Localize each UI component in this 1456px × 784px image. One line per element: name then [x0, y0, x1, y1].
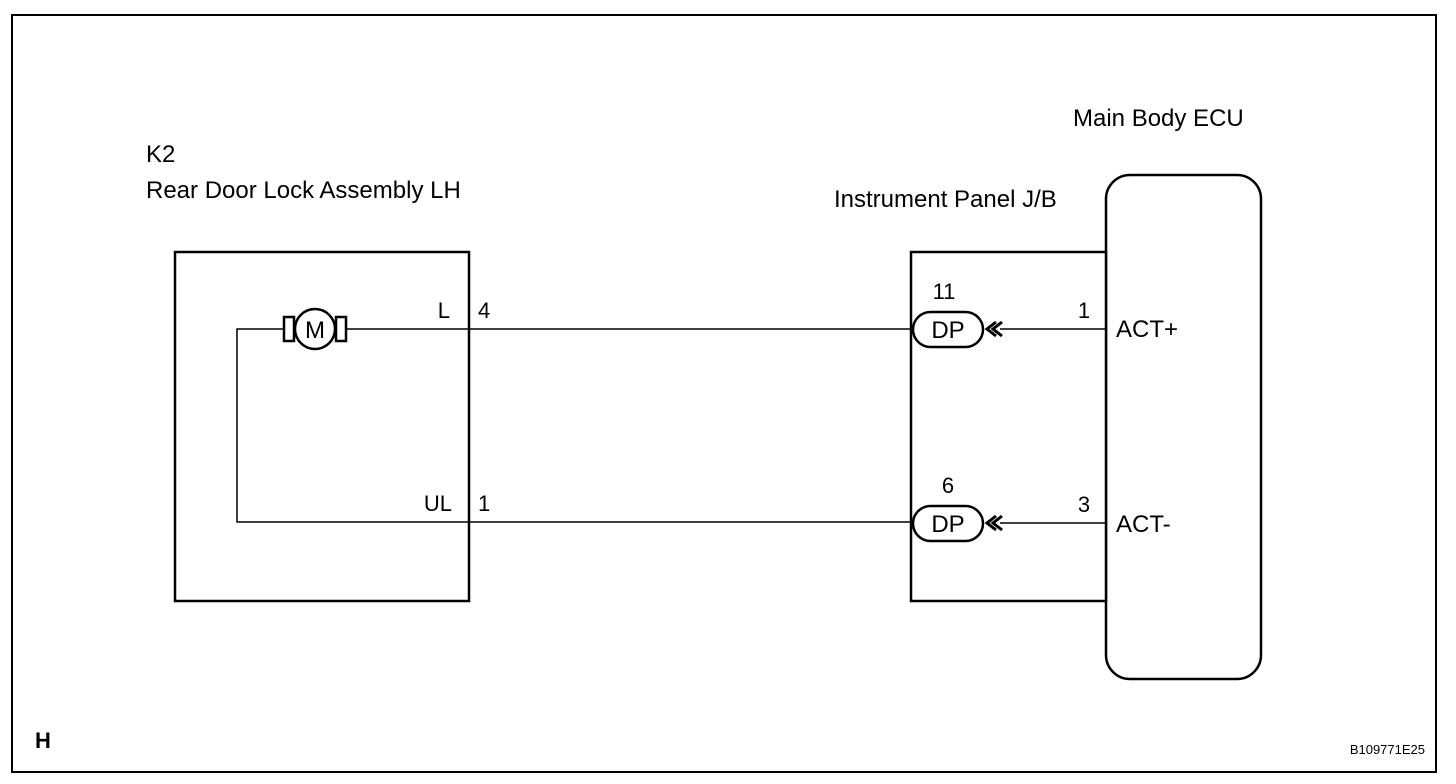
terminal-pin-4: 4: [478, 298, 490, 323]
ecu-pin-1: 1: [1078, 298, 1090, 323]
motor-icon: M: [282, 307, 348, 351]
connector-dp-11: 11 DP: [911, 279, 1003, 349]
motor-return-wire: [236, 328, 470, 523]
ecu-box: [1104, 173, 1263, 681]
connector-dp-6: 6 DP: [911, 473, 1003, 543]
ecu-terminal-act-plus: ACT+: [1116, 316, 1178, 343]
connector-pin-11: 11: [933, 279, 956, 304]
motor-symbol-label: M: [305, 317, 325, 344]
terminal-label-ul: UL: [424, 491, 452, 516]
terminal-pin-1: 1: [478, 491, 490, 516]
door-lock-name: Rear Door Lock Assembly LH: [146, 177, 461, 204]
ecu-pin-3: 3: [1078, 492, 1090, 517]
junction-block-box: [909, 250, 1108, 603]
connector-chevron-icon: [984, 320, 997, 338]
connector-code-dp-6: DP: [931, 511, 964, 538]
ecu-name: Main Body ECU: [1073, 105, 1244, 132]
door-lock-code: K2: [146, 141, 175, 168]
ecu-terminal-act-minus: ACT-: [1116, 511, 1171, 538]
door-lock-box: [173, 250, 471, 603]
connector-pin-6: 6: [942, 473, 954, 498]
terminal-label-l: L: [438, 298, 450, 323]
connector-chevron-icon: [984, 514, 997, 532]
connector-code-dp-11: DP: [931, 317, 964, 344]
figure-id: B109771E25: [1350, 742, 1425, 757]
junction-block-name: Instrument Panel J/B: [834, 186, 1057, 213]
corner-letter: H: [35, 728, 51, 753]
